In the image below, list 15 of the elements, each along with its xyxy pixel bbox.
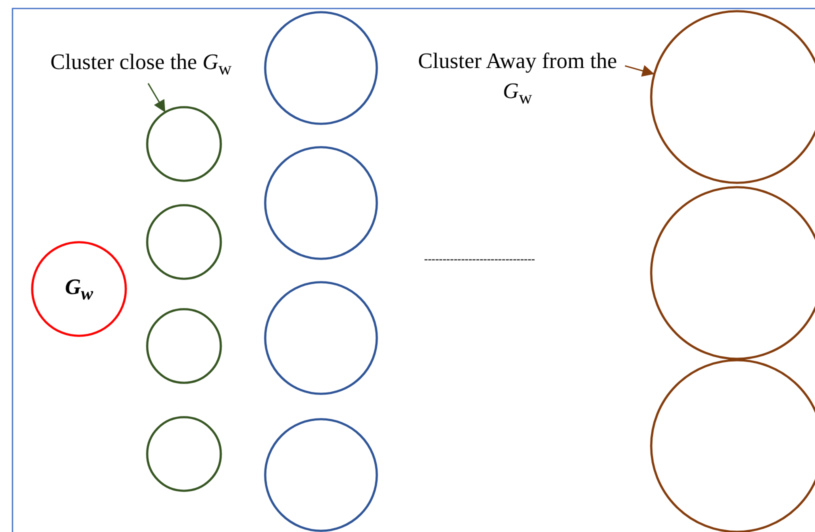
arrow: [624, 65, 654, 77]
centroid-label: G$_{w}$: [64, 276, 94, 302]
arrow: [148, 83, 166, 112]
centroid-circle: [31, 241, 127, 337]
cluster-circle: [264, 146, 378, 260]
cluster-circle: [146, 204, 222, 280]
ellipsis-dashes: ------------------------------: [424, 252, 535, 266]
cluster-circle: [264, 281, 378, 395]
callout-label: Cluster Away from the G$_{w}$: [410, 46, 625, 112]
cluster-circle: [264, 418, 378, 532]
cluster-circle: [146, 106, 222, 182]
cluster-circle: [146, 308, 222, 384]
cluster-circle: [146, 416, 222, 492]
cluster-circle: [264, 11, 378, 125]
callout-label: Cluster close the G$_{w}$: [22, 47, 260, 84]
